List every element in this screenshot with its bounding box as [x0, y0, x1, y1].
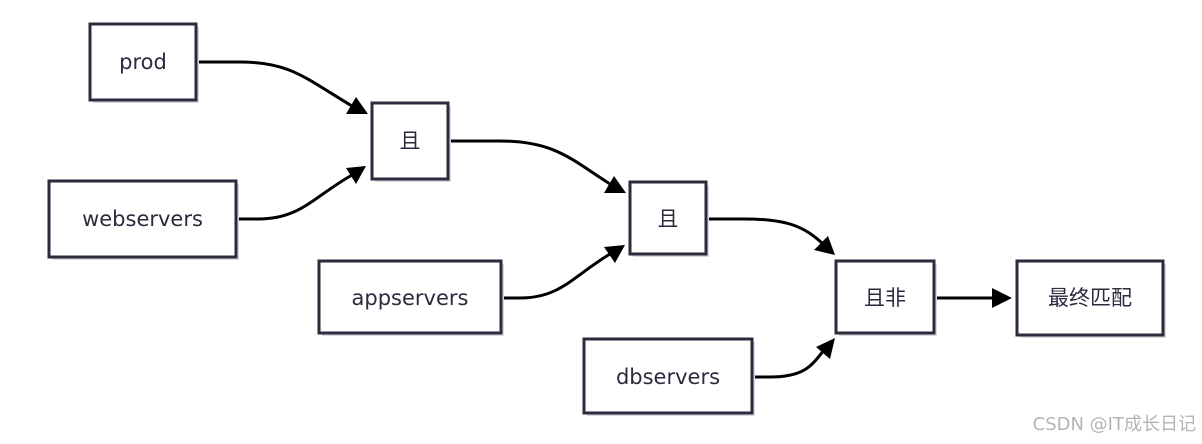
edge-webservers-to-and1: [236, 173, 353, 221]
edge-appservers-to-and2: [501, 252, 611, 300]
node-prod-label: prod: [119, 50, 167, 74]
node-webservers: webservers: [47, 179, 239, 260]
node-andnot-label: 且非: [864, 286, 906, 310]
node-dbservers: dbservers: [582, 337, 755, 416]
node-webservers-label: webservers: [82, 207, 203, 231]
edges: [196, 60, 1012, 379]
node-result: 最终匹配: [1015, 259, 1166, 338]
edge-andnot-to-result-arrowhead: [992, 288, 1012, 308]
node-prod: prod: [88, 22, 199, 103]
node-dbservers-label: dbservers: [616, 365, 720, 389]
node-and2-label: 且: [658, 207, 679, 231]
node-appservers: appservers: [317, 259, 504, 336]
watermark: CSDN @IT成长日记: [1032, 414, 1196, 435]
edge-webservers-to-and1-arrowhead: [346, 166, 366, 184]
node-result-label: 最终匹配: [1048, 286, 1132, 310]
edge-prod-to-and1-arrowhead: [346, 97, 368, 114]
edge-and2-to-andnot: [706, 217, 823, 245]
edge-dbservers-to-andnot: [752, 349, 826, 379]
node-andnot: 且非: [834, 259, 937, 336]
edge-and1-to-and2: [448, 139, 611, 186]
node-and1-label: 且: [400, 129, 421, 153]
edge-dbservers-to-andnot-arrowhead: [816, 338, 835, 359]
edge-appservers-to-and2-arrowhead: [604, 245, 625, 263]
edge-and2-to-andnot-arrowhead: [814, 236, 835, 255]
node-appservers-label: appservers: [352, 286, 469, 310]
edge-prod-to-and1: [196, 60, 353, 108]
node-and2: 且: [628, 180, 709, 257]
node-and1: 且: [370, 101, 451, 182]
edge-and1-to-and2-arrowhead: [604, 176, 626, 193]
